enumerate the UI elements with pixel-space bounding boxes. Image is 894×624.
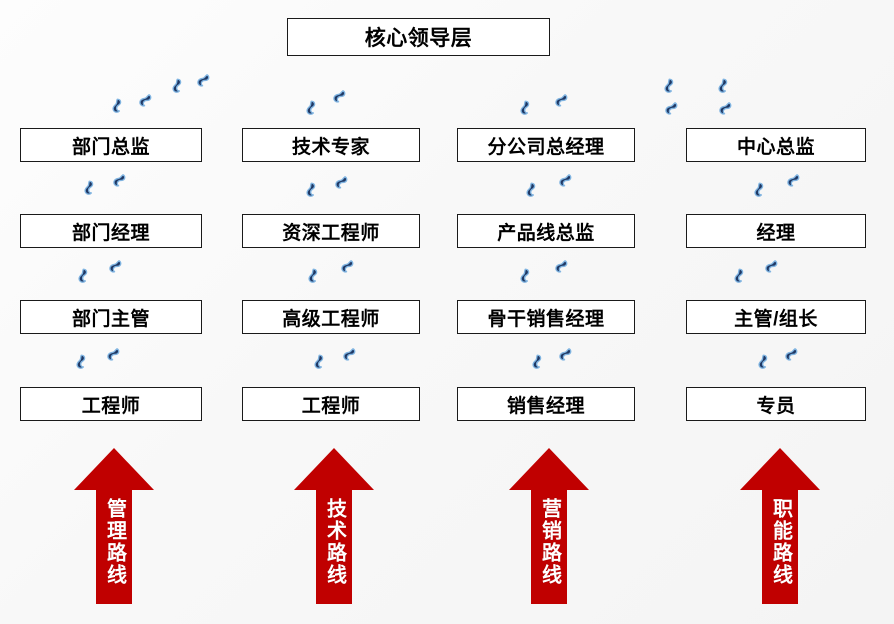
footprint-icon xyxy=(102,344,123,365)
footprint-icon xyxy=(660,98,681,119)
footprint-icon xyxy=(78,178,99,199)
core-leadership-box[interactable]: 核心领导层 xyxy=(287,18,550,56)
rank-box-functional-2[interactable]: 经理 xyxy=(686,214,866,248)
path-arrow-technical[interactable]: 技术路线 xyxy=(292,446,376,606)
footprint-icon xyxy=(108,170,129,191)
rank-box-functional-4[interactable]: 专员 xyxy=(686,387,866,421)
footprint-icon xyxy=(748,180,769,201)
rank-box-marketing-2[interactable]: 产品线总监 xyxy=(457,214,635,248)
footprint-icon xyxy=(308,352,329,373)
rank-box-technical-1[interactable]: 技术专家 xyxy=(242,128,420,162)
rank-box-marketing-4[interactable]: 销售经理 xyxy=(457,387,635,421)
footprint-icon xyxy=(514,266,535,287)
rank-box-management-1[interactable]: 部门总监 xyxy=(20,128,202,162)
footprint-icon xyxy=(550,90,571,111)
arrow-shape-icon xyxy=(74,448,154,604)
footprint-icon xyxy=(712,76,733,97)
rank-box-management-3[interactable]: 部门主管 xyxy=(20,300,202,334)
path-arrow-label: 职能路线 xyxy=(769,498,792,586)
footprint-icon xyxy=(780,344,801,365)
rank-box-functional-3[interactable]: 主管/组长 xyxy=(686,300,866,334)
arrow-shape-icon xyxy=(740,448,820,604)
footprint-icon xyxy=(338,344,359,365)
rank-box-technical-3[interactable]: 高级工程师 xyxy=(242,300,420,334)
path-arrow-label: 技术路线 xyxy=(323,498,346,586)
footprint-icon xyxy=(714,98,735,119)
footprint-icon xyxy=(760,256,781,277)
footprint-icon xyxy=(554,170,575,191)
footprint-icon xyxy=(106,96,127,117)
footprint-icon xyxy=(192,70,213,91)
rank-box-technical-2[interactable]: 资深工程师 xyxy=(242,214,420,248)
path-arrow-management[interactable]: 管理路线 xyxy=(72,446,156,606)
footprint-icon xyxy=(520,180,541,201)
path-arrow-label: 管理路线 xyxy=(103,498,126,586)
arrow-shape-icon xyxy=(294,448,374,604)
path-arrow-functional[interactable]: 职能路线 xyxy=(738,446,822,606)
footprint-icon xyxy=(328,86,349,107)
rank-box-management-2[interactable]: 部门经理 xyxy=(20,214,202,248)
rank-box-marketing-1[interactable]: 分公司总经理 xyxy=(457,128,635,162)
footprint-icon xyxy=(526,352,547,373)
footprint-icon xyxy=(752,352,773,373)
footprint-icon xyxy=(514,98,535,119)
footprint-icon xyxy=(104,256,125,277)
footprint-icon xyxy=(782,170,803,191)
footprint-icon xyxy=(658,76,679,97)
footprint-icon xyxy=(300,98,321,119)
path-arrow-label: 营销路线 xyxy=(538,498,561,586)
footprint-icon xyxy=(336,256,357,277)
footprint-icon xyxy=(134,90,155,111)
path-arrow-marketing[interactable]: 营销路线 xyxy=(507,446,591,606)
arrow-shape-icon xyxy=(509,448,589,604)
rank-box-technical-4[interactable]: 工程师 xyxy=(242,387,420,421)
footprint-icon xyxy=(550,256,571,277)
footprint-icon xyxy=(166,76,187,97)
footprint-icon xyxy=(300,180,321,201)
footprint-icon xyxy=(302,266,323,287)
rank-box-marketing-3[interactable]: 骨干销售经理 xyxy=(457,300,635,334)
rank-box-management-4[interactable]: 工程师 xyxy=(20,387,202,421)
rank-box-functional-1[interactable]: 中心总监 xyxy=(686,128,866,162)
footprint-icon xyxy=(330,172,351,193)
footprint-icon xyxy=(728,266,749,287)
footprint-icon xyxy=(70,352,91,373)
footprint-icon xyxy=(72,266,93,287)
footprint-icon xyxy=(554,344,575,365)
